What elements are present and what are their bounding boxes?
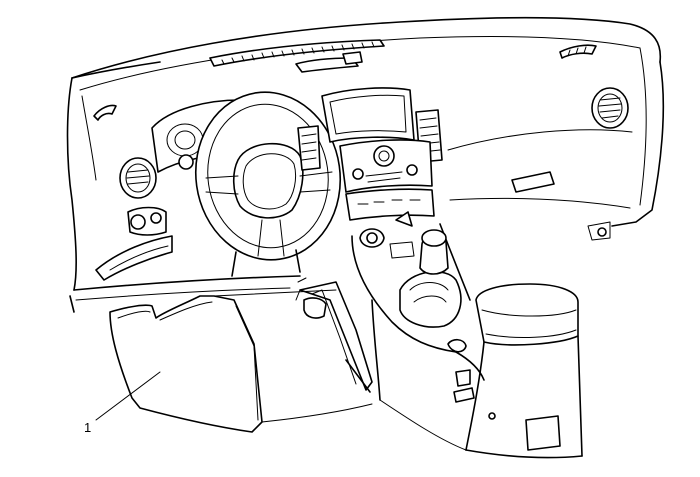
radio-controls: [339, 139, 435, 227]
glove-box: [447, 129, 633, 241]
left-round-air-vent: [119, 157, 157, 199]
armrest: [379, 283, 583, 459]
steering-column-bracket: [295, 277, 373, 393]
right-round-air-vent: [591, 87, 629, 129]
center-display: [321, 87, 415, 143]
right-side-vent-slot: [559, 44, 597, 59]
knee-bolster-panel: [109, 289, 373, 433]
center-console: [351, 223, 485, 403]
instrument-panel: [66, 16, 665, 313]
callout-1: 1: [84, 371, 161, 435]
defroster-grille: [209, 39, 385, 73]
left-switch-panel: [95, 206, 173, 281]
callout-label-1: 1: [84, 420, 91, 435]
left-upper-vent: [93, 104, 117, 121]
